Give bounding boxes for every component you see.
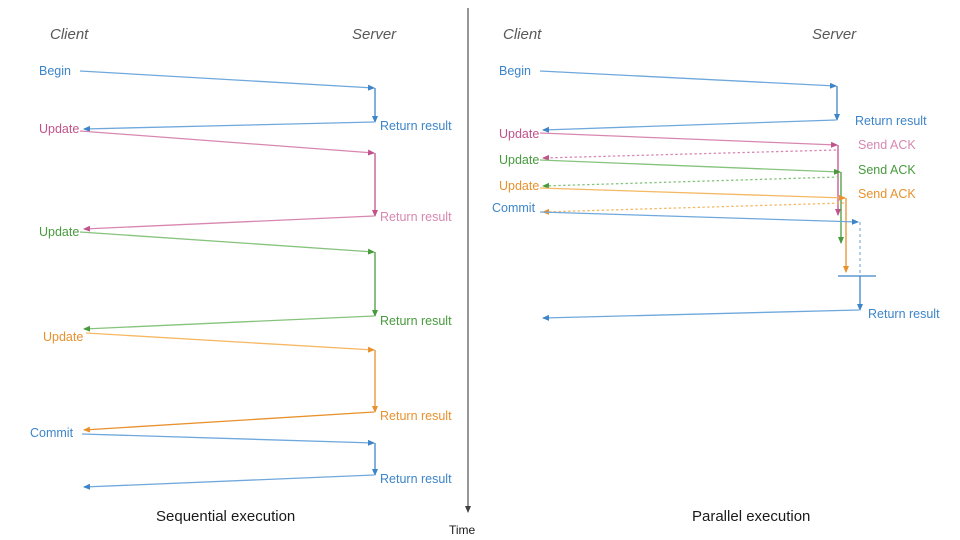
message-ack-orange-right [542,202,845,215]
label-server-return2-left: Return result [380,210,452,224]
label-server-return5-left: Return result [380,472,452,486]
caption-sequential: Sequential execution [156,508,295,525]
message-update-pink-request-right [539,132,838,148]
caption-parallel: Parallel execution [692,508,810,525]
label-client-update3-left: Update [43,330,83,344]
message-begin-request-right [539,70,837,89]
label-client-update1-right: Update [499,127,539,141]
label-client-begin-left: Begin [39,64,71,78]
message-commit-request-right [539,211,859,225]
label-server-return1-left: Return result [380,119,452,133]
message-return-5 [83,474,375,490]
panel-parallel: Client Server Begin Update Update Update… [492,26,940,525]
message-commit-request [81,433,375,446]
time-axis-label: Time [449,523,476,537]
message-return-3 [83,315,375,332]
label-client-commit-left: Commit [30,426,74,440]
header-client-right: Client [503,26,542,43]
label-server-ack2-right: Send ACK [858,163,916,177]
label-server-return3-left: Return result [380,314,452,328]
message-update-orange-request-right [539,187,846,201]
label-client-begin-right: Begin [499,64,531,78]
message-return-1-right [542,119,837,133]
label-client-update3-right: Update [499,179,539,193]
label-server-return1-right: Return result [855,114,927,128]
message-return-final-right [542,309,860,321]
label-server-ack1-right: Send ACK [858,138,916,152]
message-ack-pink-right [542,149,837,161]
message-update-pink-request [79,130,375,156]
message-ack-green-right [542,176,840,189]
label-client-update2-left: Update [39,225,79,239]
message-begin-request [79,70,375,91]
label-client-update1-left: Update [39,122,79,136]
message-return-2 [83,215,375,232]
message-update-orange-request [85,332,375,353]
label-client-update2-right: Update [499,153,539,167]
panel-sequential: Client Server Begin Update Update Update… [30,26,452,525]
label-server-return-final-right: Return result [868,307,940,321]
header-server-right: Server [812,26,857,43]
header-client-left: Client [50,26,89,43]
label-server-ack3-right: Send ACK [858,187,916,201]
message-return-4 [83,411,375,433]
message-return-1 [83,121,375,132]
header-server-left: Server [352,26,397,43]
label-client-commit-right: Commit [492,201,536,215]
message-update-green-request-right [539,159,841,175]
message-update-green-request [79,231,375,255]
label-server-return4-left: Return result [380,409,452,423]
